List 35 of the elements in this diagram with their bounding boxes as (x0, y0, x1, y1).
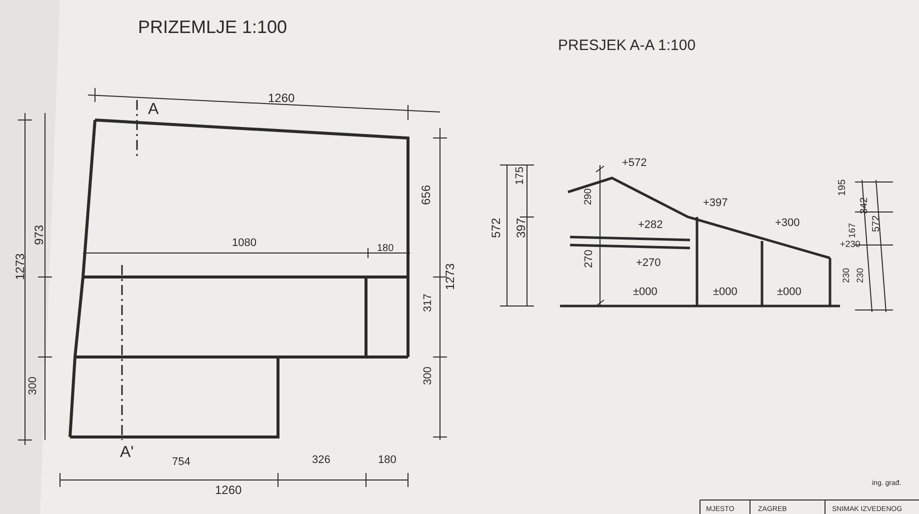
elevation-label: ±000 (713, 287, 738, 298)
elevation-label: ±000 (777, 287, 802, 298)
dimension-label: 180 (378, 455, 396, 466)
dimension-label: 397 (515, 218, 527, 238)
elevation-label: +270 (636, 258, 661, 269)
dimension-label: 1273 (14, 253, 26, 280)
dimension-label: 754 (172, 457, 190, 468)
section-title: PRESJEK A-A 1:100 (558, 38, 696, 53)
dimension-label: 290 (584, 188, 594, 205)
section-marker: A' (120, 445, 134, 461)
dimension-label: 326 (312, 455, 330, 466)
dimension-label: 572 (490, 218, 502, 238)
dimension-label: 230 (856, 268, 865, 283)
dimension-label: 317 (423, 294, 434, 312)
dimension-label: 195 (838, 179, 848, 196)
dimension-label: 167 (848, 222, 857, 238)
elevation-label: ±000 (633, 287, 658, 298)
elevation-label: +397 (703, 198, 728, 209)
dimension-label: 270 (584, 250, 595, 268)
section-marker: A (148, 102, 159, 118)
dimension-label: 300 (28, 376, 39, 395)
dimension-label: 230 (842, 268, 851, 283)
dimension-label: 300 (423, 366, 434, 385)
dimension-label: 1260 (215, 484, 242, 496)
elevation-label: +300 (775, 218, 800, 229)
dimension-label: 1260 (268, 92, 295, 104)
dimension-label: 180 (377, 244, 394, 254)
dimension-label: 973 (33, 224, 45, 245)
elevation-label: +572 (622, 158, 647, 169)
elevation-label: +282 (638, 220, 663, 231)
dimension-label: 656 (420, 184, 432, 205)
dimension-label: 1080 (232, 238, 256, 249)
dimension-label: 1273 (444, 263, 456, 290)
plan-title: PRIZEMLJE 1:100 (138, 18, 288, 36)
dimension-label: 175 (515, 166, 526, 185)
